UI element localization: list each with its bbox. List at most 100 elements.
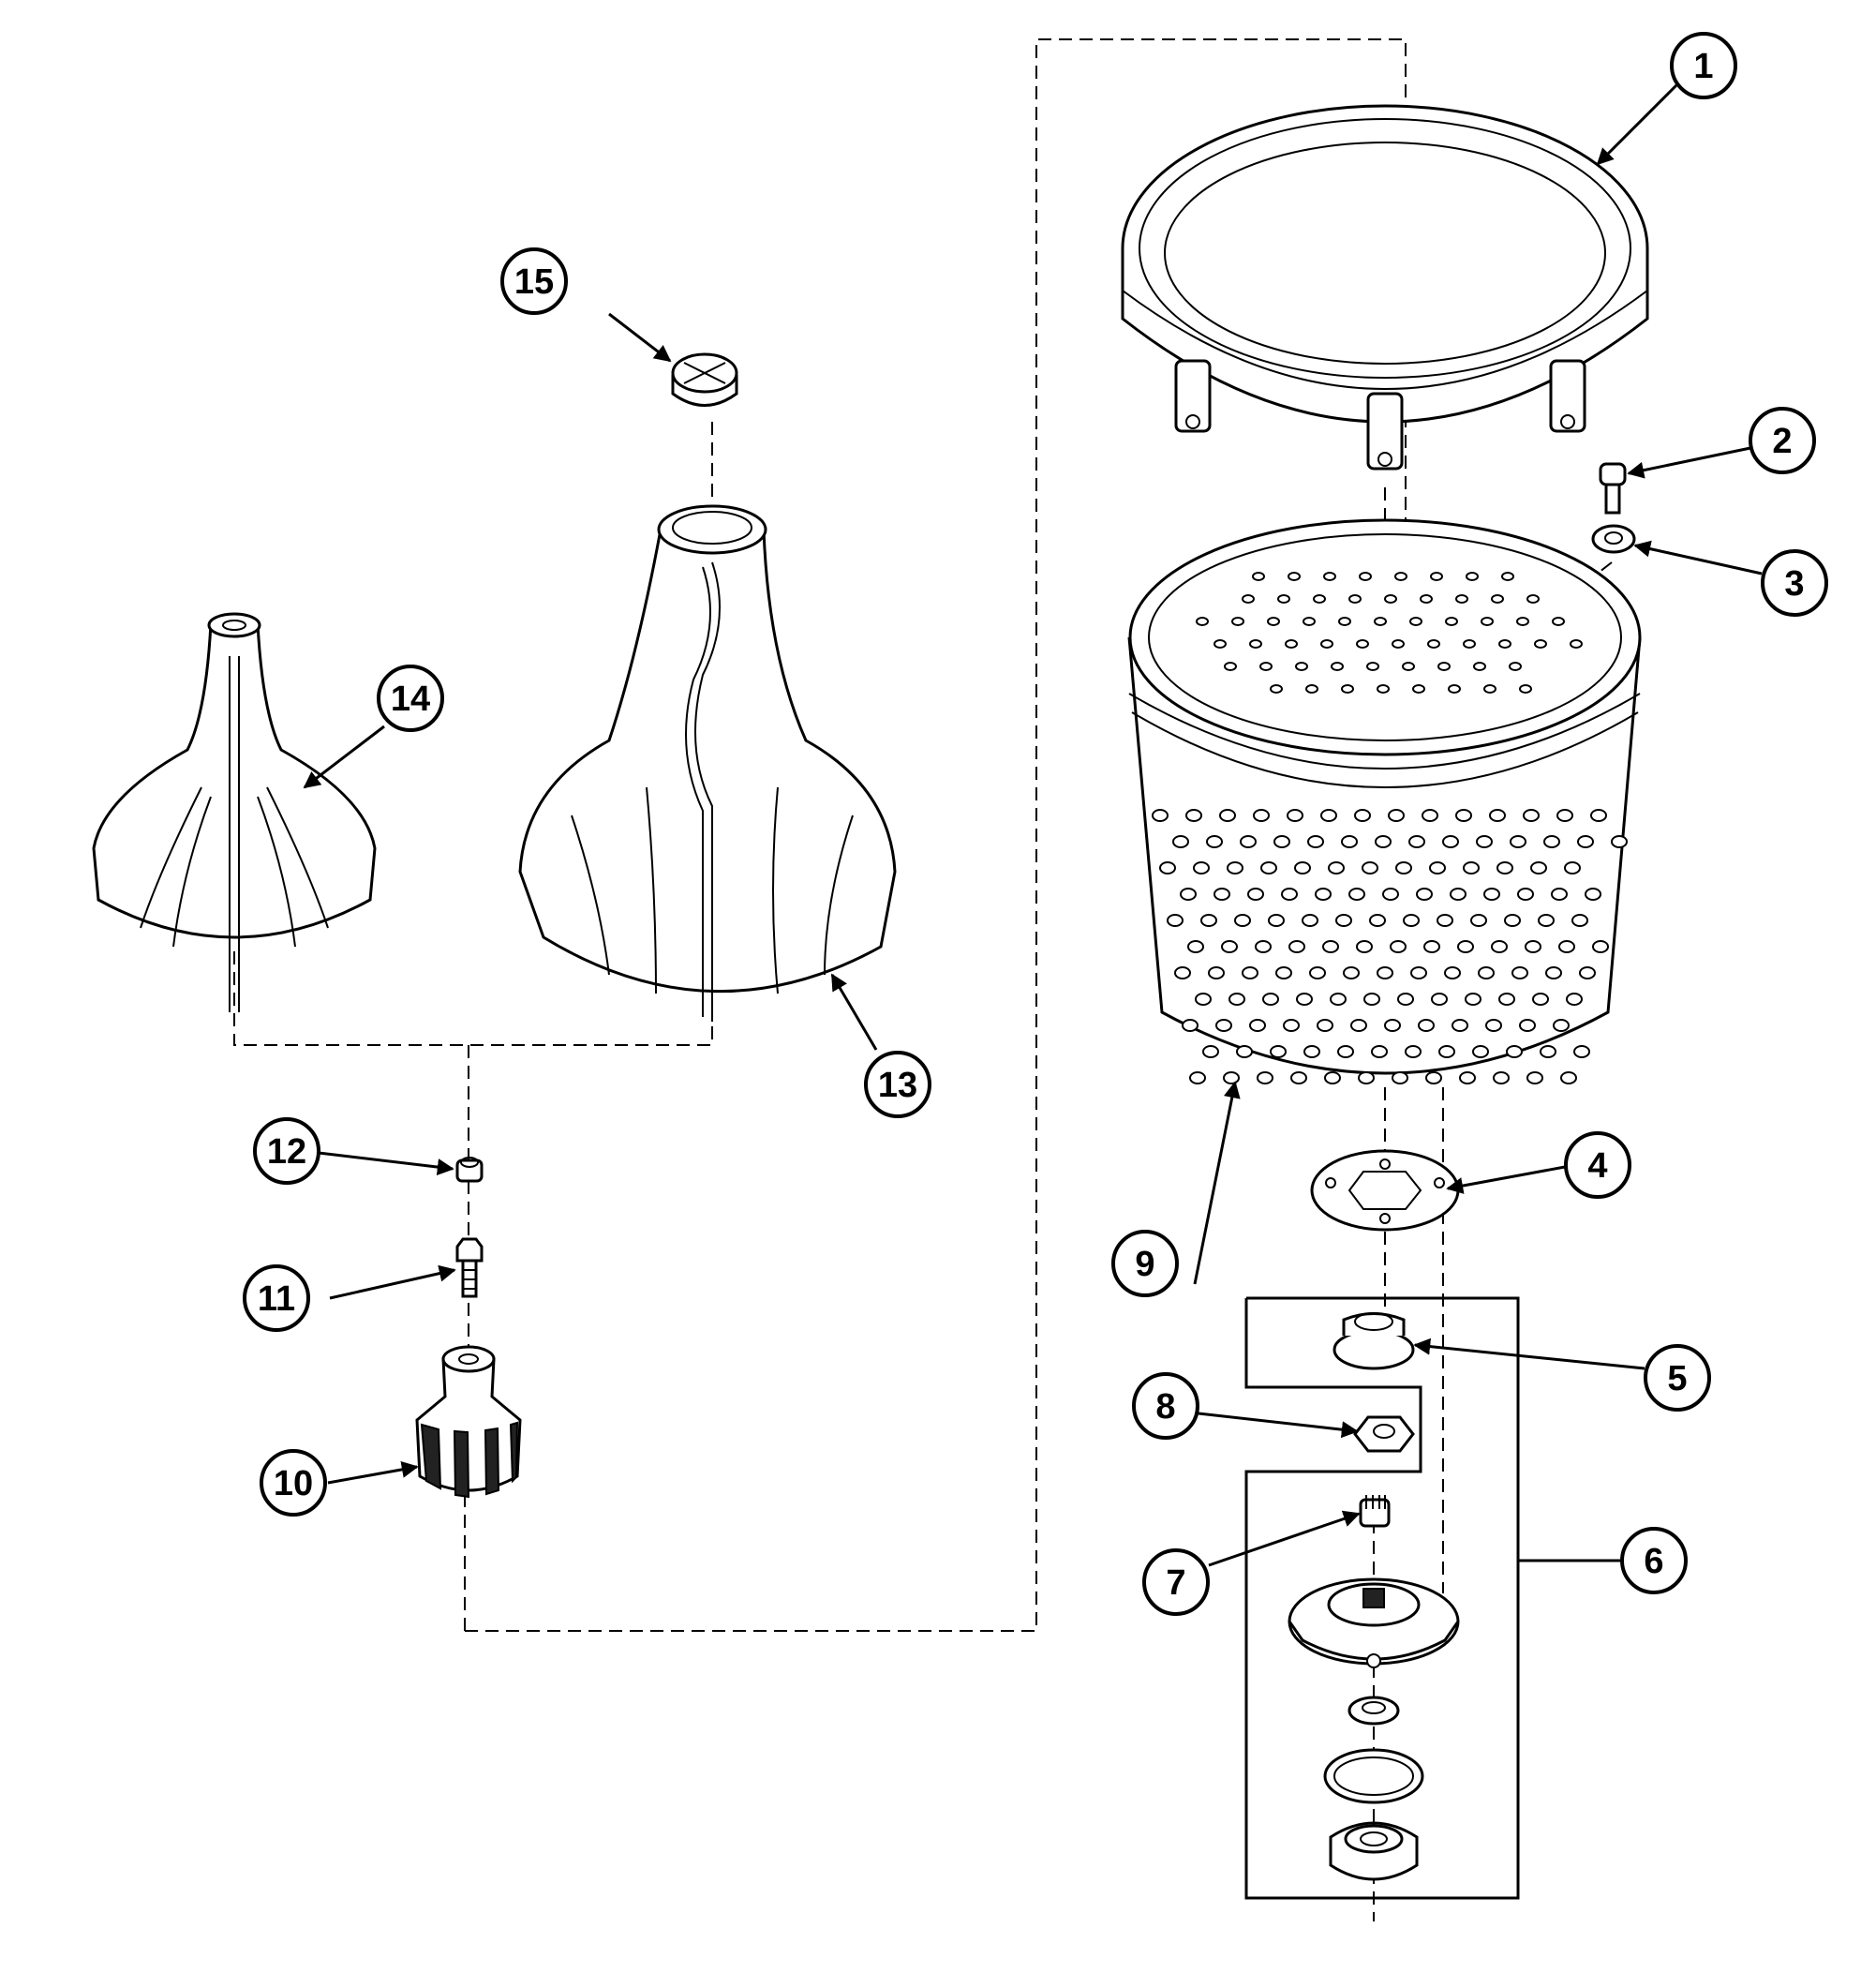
basket-perforation bbox=[1249, 1019, 1266, 1032]
basket-perforation bbox=[1516, 617, 1529, 626]
basket-perforation bbox=[1560, 1071, 1577, 1084]
basket-perforation bbox=[1335, 914, 1352, 927]
basket-perforation bbox=[1558, 940, 1575, 953]
basket-perforation bbox=[1242, 594, 1255, 604]
basket-perforation bbox=[1476, 835, 1493, 848]
basket-perforation bbox=[1382, 888, 1399, 901]
basket-perforation bbox=[1174, 966, 1191, 979]
basket-perforation bbox=[1377, 684, 1390, 694]
basket-perforation bbox=[1259, 662, 1273, 671]
basket-perforation bbox=[1483, 684, 1496, 694]
bushing-part-7 bbox=[1359, 1495, 1391, 1528]
basket-perforation bbox=[1219, 809, 1236, 822]
basket-perforation bbox=[1511, 966, 1528, 979]
basket-perforation bbox=[1388, 809, 1405, 822]
basket-perforation bbox=[1328, 861, 1345, 874]
basket-perforation bbox=[1371, 1045, 1388, 1058]
callout-4: 4 bbox=[1564, 1131, 1631, 1199]
basket-perforation bbox=[1302, 914, 1318, 927]
basket-perforation bbox=[1473, 662, 1486, 671]
basket-perforation bbox=[1227, 861, 1243, 874]
basket-perforation bbox=[1180, 888, 1197, 901]
basket-perforation bbox=[1459, 1071, 1476, 1084]
callout-13: 13 bbox=[864, 1051, 931, 1118]
basket-perforation bbox=[1288, 940, 1305, 953]
basket-perforation bbox=[1354, 809, 1371, 822]
callout-3-label: 3 bbox=[1784, 564, 1804, 604]
basket-perforation bbox=[1375, 835, 1392, 848]
basket-perforation bbox=[1491, 594, 1504, 604]
basket-perforation bbox=[1215, 1019, 1232, 1032]
basket-perforation bbox=[1450, 888, 1467, 901]
basket-perforation bbox=[1295, 662, 1308, 671]
callout-10-label: 10 bbox=[274, 1464, 313, 1503]
basket-perforation bbox=[1498, 639, 1511, 649]
basket-perforation bbox=[1356, 639, 1369, 649]
callout-15: 15 bbox=[500, 247, 568, 315]
basket-perforation bbox=[1348, 888, 1365, 901]
basket-perforation bbox=[1556, 809, 1573, 822]
basket-perforation bbox=[1270, 1045, 1287, 1058]
basket-perforation bbox=[1195, 993, 1212, 1006]
basket-perforation bbox=[1566, 993, 1583, 1006]
basket-perforation bbox=[1525, 940, 1541, 953]
basket-perforation bbox=[1200, 914, 1217, 927]
basket-perforation bbox=[1331, 662, 1344, 671]
hex-nut-part-8 bbox=[1353, 1415, 1415, 1453]
basket-perforation bbox=[1348, 594, 1362, 604]
callout-9-label: 9 bbox=[1135, 1245, 1154, 1284]
basket-perforation bbox=[1543, 835, 1560, 848]
basket-perforation bbox=[1249, 639, 1262, 649]
basket-perforation bbox=[1493, 1071, 1510, 1084]
basket-perforation bbox=[1320, 639, 1333, 649]
basket-perforation bbox=[1281, 888, 1298, 901]
basket-perforation bbox=[1504, 914, 1521, 927]
basket-perforation bbox=[1189, 1071, 1206, 1084]
callout-6-label: 6 bbox=[1644, 1542, 1663, 1581]
basket-perforation bbox=[1287, 809, 1303, 822]
basket-perforation bbox=[1262, 993, 1279, 1006]
basket-perforation bbox=[1538, 914, 1555, 927]
basket-perforation bbox=[1573, 1045, 1590, 1058]
flange-part-4 bbox=[1310, 1149, 1460, 1232]
hub-assembly-part-6 bbox=[1288, 1577, 1460, 1881]
callout-7-label: 7 bbox=[1166, 1563, 1185, 1603]
basket-perforation bbox=[1288, 572, 1301, 581]
basket-perforation bbox=[1213, 639, 1227, 649]
basket-perforation bbox=[1242, 966, 1258, 979]
basket-perforation bbox=[1534, 639, 1547, 649]
basket-perforation bbox=[1532, 993, 1549, 1006]
basket-perforation bbox=[1167, 914, 1184, 927]
basket-perforation bbox=[1260, 861, 1277, 874]
basket-perforation bbox=[1294, 861, 1311, 874]
basket-perforation bbox=[1341, 835, 1358, 848]
callout-5: 5 bbox=[1644, 1344, 1711, 1412]
basket-perforation bbox=[1478, 966, 1495, 979]
basket-perforation bbox=[1305, 684, 1318, 694]
basket-perforation bbox=[1267, 617, 1280, 626]
basket-perforation bbox=[1437, 914, 1453, 927]
basket-perforation bbox=[1437, 662, 1451, 671]
basket-perforation bbox=[1455, 594, 1468, 604]
basket-perforation bbox=[1285, 639, 1298, 649]
basket-perforation bbox=[1247, 888, 1264, 901]
basket-perforation bbox=[1526, 594, 1540, 604]
basket-perforation bbox=[1392, 639, 1405, 649]
basket-perforation bbox=[1268, 914, 1285, 927]
callout-1-label: 1 bbox=[1693, 47, 1713, 86]
basket-perforation bbox=[1463, 861, 1480, 874]
callout-3: 3 bbox=[1761, 549, 1828, 617]
basket-perforation bbox=[1366, 662, 1379, 671]
basket-perforation bbox=[1465, 993, 1481, 1006]
washer-part-3 bbox=[1591, 524, 1636, 554]
callout-8: 8 bbox=[1132, 1372, 1199, 1440]
basket-perforation bbox=[1315, 888, 1332, 901]
basket-perforation bbox=[1402, 662, 1415, 671]
basket-perforation bbox=[1363, 993, 1380, 1006]
basket-perforation bbox=[1303, 1045, 1320, 1058]
cap-part-15 bbox=[671, 352, 738, 407]
basket-perforation bbox=[1323, 572, 1336, 581]
basket-perforation bbox=[1196, 617, 1209, 626]
basket-perforation bbox=[1452, 1019, 1468, 1032]
basket-perforation bbox=[1420, 594, 1433, 604]
